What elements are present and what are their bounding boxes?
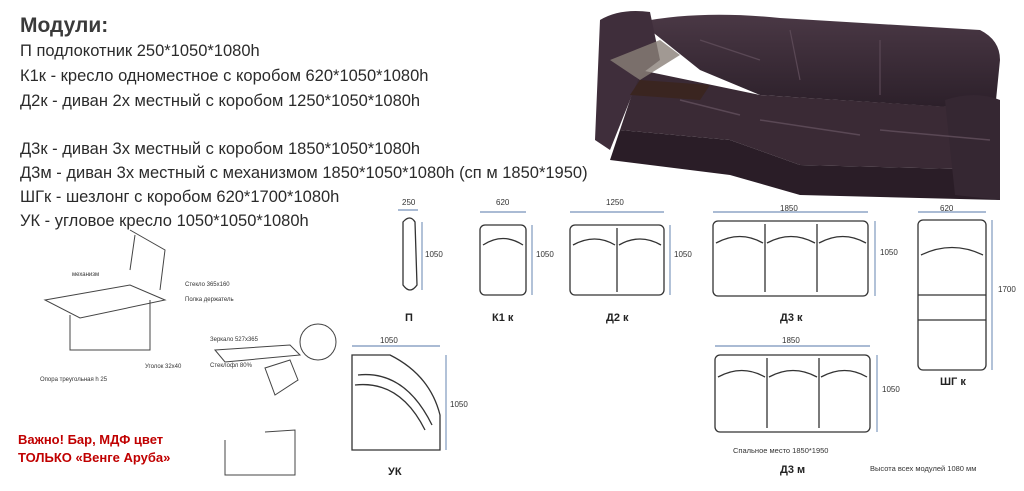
- dim-shgk-depth: 1700: [998, 285, 1016, 294]
- label-k1k: К1 к: [492, 312, 514, 324]
- d3m-sleeping-note: Спальное место 1850*1950: [733, 446, 829, 455]
- label-d3k: Д3 к: [780, 312, 803, 324]
- dim-d3m-depth: 1050: [882, 385, 900, 394]
- height-note: Высота всех модулей 1080 мм: [870, 464, 977, 473]
- dim-k1k-width: 620: [496, 198, 510, 207]
- module-line-d3m: Д3м - диван 3х местный с механизмом 1850…: [20, 164, 588, 182]
- dim-d3k-width: 1850: [780, 204, 798, 213]
- label-d2k: Д2 к: [606, 312, 629, 324]
- callout-support: Опора треугольная h 25: [40, 377, 108, 383]
- dim-shgk-width: 620: [940, 204, 954, 213]
- dim-d3k-depth: 1050: [880, 248, 898, 257]
- label-d3m: Д3 м: [780, 464, 806, 476]
- callout-mechanism: механизм: [72, 272, 100, 278]
- dim-p-depth: 1050: [425, 250, 443, 259]
- label-uk: УК: [388, 466, 402, 478]
- dim-d3m-width: 1850: [782, 336, 800, 345]
- module-line-d2k: Д2к - диван 2х местный с коробом 1250*10…: [20, 92, 421, 110]
- module-line-p: П подлокотник 250*1050*1080h: [20, 42, 260, 60]
- callout-mirror: Зеркало 527x365: [210, 337, 258, 343]
- callout-corner: Уголок 32x40: [145, 364, 182, 370]
- dim-uk-width: 1050: [380, 336, 398, 345]
- page-title: Модули:: [20, 14, 109, 37]
- module-line-d3k: Д3к - диван 3х местный с коробом 1850*10…: [20, 140, 421, 158]
- warning-line-2: ТОЛЬКО «Венге Аруба»: [18, 450, 171, 465]
- module-line-k1k: К1к - кресло одноместное с коробом 620*1…: [20, 67, 429, 85]
- module-line-uk: УК - угловое кресло 1050*1050*1080h: [20, 212, 309, 230]
- module-line-shgk: ШГк - шезлонг с коробом 620*1700*1080h: [20, 188, 340, 206]
- dim-d2k-depth: 1050: [674, 250, 692, 259]
- callout-glassholder: Стеклофл 80%: [210, 363, 252, 369]
- callout-glass: Стекло 365x160: [185, 282, 230, 288]
- dim-uk-depth: 1050: [450, 400, 468, 409]
- callout-shelf: Полка держатель: [185, 297, 234, 303]
- dim-d2k-width: 1250: [606, 198, 624, 207]
- dim-p-width: 250: [402, 198, 416, 207]
- dim-k1k-depth: 1050: [536, 250, 554, 259]
- label-shgk: ШГ к: [940, 376, 966, 388]
- warning-line-1: Важно! Бар, МДФ цвет: [18, 432, 164, 447]
- label-p: П: [405, 312, 413, 324]
